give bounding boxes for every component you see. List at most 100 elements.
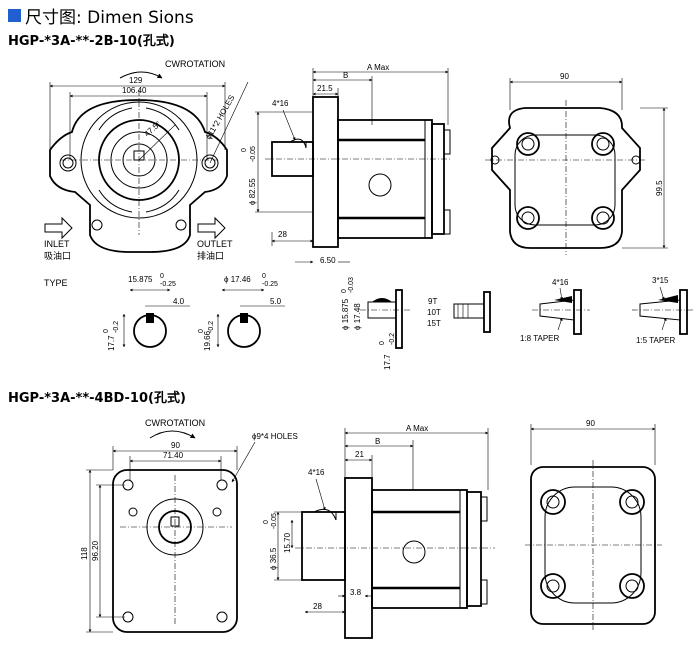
header-square-icon [8,8,21,22]
taper1-flange [573,289,582,335]
spline-flange [395,289,403,349]
port-bolt [91,219,103,231]
mount-hole [62,157,74,169]
shaft-taper-1-5: 3*15 1:5 TAPER [632,276,694,345]
spline-dia1-tol-upper: 0 [341,289,348,293]
bolt-head [480,496,488,522]
bolt-head-icon [625,579,639,593]
bolt-head-icon [546,495,560,509]
dim-28: 28 [313,602,322,611]
key [289,138,307,149]
shaft-b-dia: ϕ 17.46 [224,275,251,284]
shaft-a-key-slot [146,313,154,323]
dim-106-40: 106.40 [122,86,147,95]
port-bolt [175,219,187,231]
taper1-ratio: 1:8 TAPER [520,334,560,343]
dim-129: 129 [129,76,143,85]
shaft-type-a: 15.875 0 -0.25 4.0 17.7 0 -0.2 [103,273,190,351]
thread-label: 4*16 [272,99,289,108]
front-holes: ϕ9*4 HOLES [252,432,298,441]
spline-h-tol-lower: -0.2 [389,333,396,345]
shaft-dia: ϕ 36.5 [269,547,278,570]
shaft-a-h-tol-lower: -0.2 [113,321,120,333]
rotation-label: CWROTATION [145,418,205,428]
model-2b-title: HGP-*3A-**-2B-10(孔式) [8,33,175,49]
spline-teeth [372,298,392,302]
front-view-4bd: CWROTATION 90 71.40 ϕ9*4 HOLES 118 96.20 [80,418,298,633]
shaft-a-tol-upper: 0 [160,273,164,280]
dim-21: 21 [355,450,364,459]
bolt-circle [540,573,566,599]
pilot-tol-lower: -0.05 [250,146,257,162]
shaft-tol-upper: 0 [263,520,270,524]
b-label: B [375,437,380,446]
spline-flange-b [483,291,491,333]
a-max-label: A Max [406,424,428,433]
spline-teeth-10t: 10T [427,308,441,317]
front-height: 118 [80,547,89,560]
leader [659,286,665,301]
leader [559,287,564,301]
mount-hole [216,479,228,491]
angle-line [138,124,176,161]
bolt-head-icon [625,495,639,509]
bolt-hole [128,507,138,517]
shaft-b-key-slot [240,313,248,323]
outlet-arrow-icon [197,216,226,240]
front-height-pitch: 96.20 [91,540,100,561]
dim-3-8: 3.8 [350,588,362,597]
b-label: B [343,71,348,80]
thread-leader [315,478,326,511]
dim-28: 28 [278,230,287,239]
bolt-head-icon [521,211,535,225]
shaft [301,511,346,581]
spline-height: 17.7 [383,354,392,370]
front-view-2b: CWROTATION 129 106.40 47.5° ϕ11*2 HOLES [44,59,249,261]
shaft-b-key: 5.0 [270,297,282,306]
leader [661,317,667,331]
shaft-b-h-tol-lower: -0.2 [208,321,215,333]
rotation-label: CWROTATION [165,59,225,69]
shaft-b-height: 19.66 [203,330,212,351]
mount-hole [216,611,228,623]
shaft-tol-lower: -0.05 [271,513,278,529]
body [371,489,468,609]
pilot-tol-upper: 0 [241,148,248,152]
dim-21-5: 21.5 [317,84,333,93]
flange [344,477,373,639]
rear-width: 90 [586,419,595,428]
mount-boss [59,154,77,172]
taper1-thread: 4*16 [552,278,569,287]
dim-6-50: 6.50 [320,256,336,265]
inlet-label: INLET [44,239,70,249]
taper2-thread: 3*15 [652,276,669,285]
spline-h-tol-upper: 0 [379,341,386,345]
flange-ribs [98,107,180,213]
taper2-key [658,295,678,303]
outlet-cn-label: 排油口 [197,250,224,261]
bolt-head [443,129,451,155]
rear-width: 90 [560,72,569,81]
flange [312,96,339,248]
bolt-circle [516,132,540,156]
thread-leader [282,109,296,141]
taper1-key [554,296,572,303]
bolt-circle [591,206,615,230]
rotation-arrow-icon [119,71,163,79]
spline-shaft-b [453,303,485,319]
front-body-outline [49,99,228,253]
rear-height: 99.5 [655,180,664,196]
header-title: 尺寸图: Dimen Sions [25,7,194,28]
bolt-head-icon [596,211,610,225]
side-view-2b: A Max B 21.5 4*16 ϕ 82.55 0 -0.05 28 [241,63,451,265]
shaft-type-b: ϕ 17.46 0 -0.25 5.0 19.66 0 -0.2 [198,273,285,351]
leader [557,317,563,331]
holes-leader [231,441,256,483]
holes-leader [209,81,249,164]
inlet-arrow-icon [44,216,73,240]
a-max-label: A Max [367,63,389,72]
rotation-arrow-icon [149,430,196,439]
front-body-outline [112,469,238,633]
shaft-spline: ϕ 15.875 0 -0.03 ϕ 17.48 17.7 0 -0.2 9T … [341,277,491,370]
rear-cover [466,491,482,607]
